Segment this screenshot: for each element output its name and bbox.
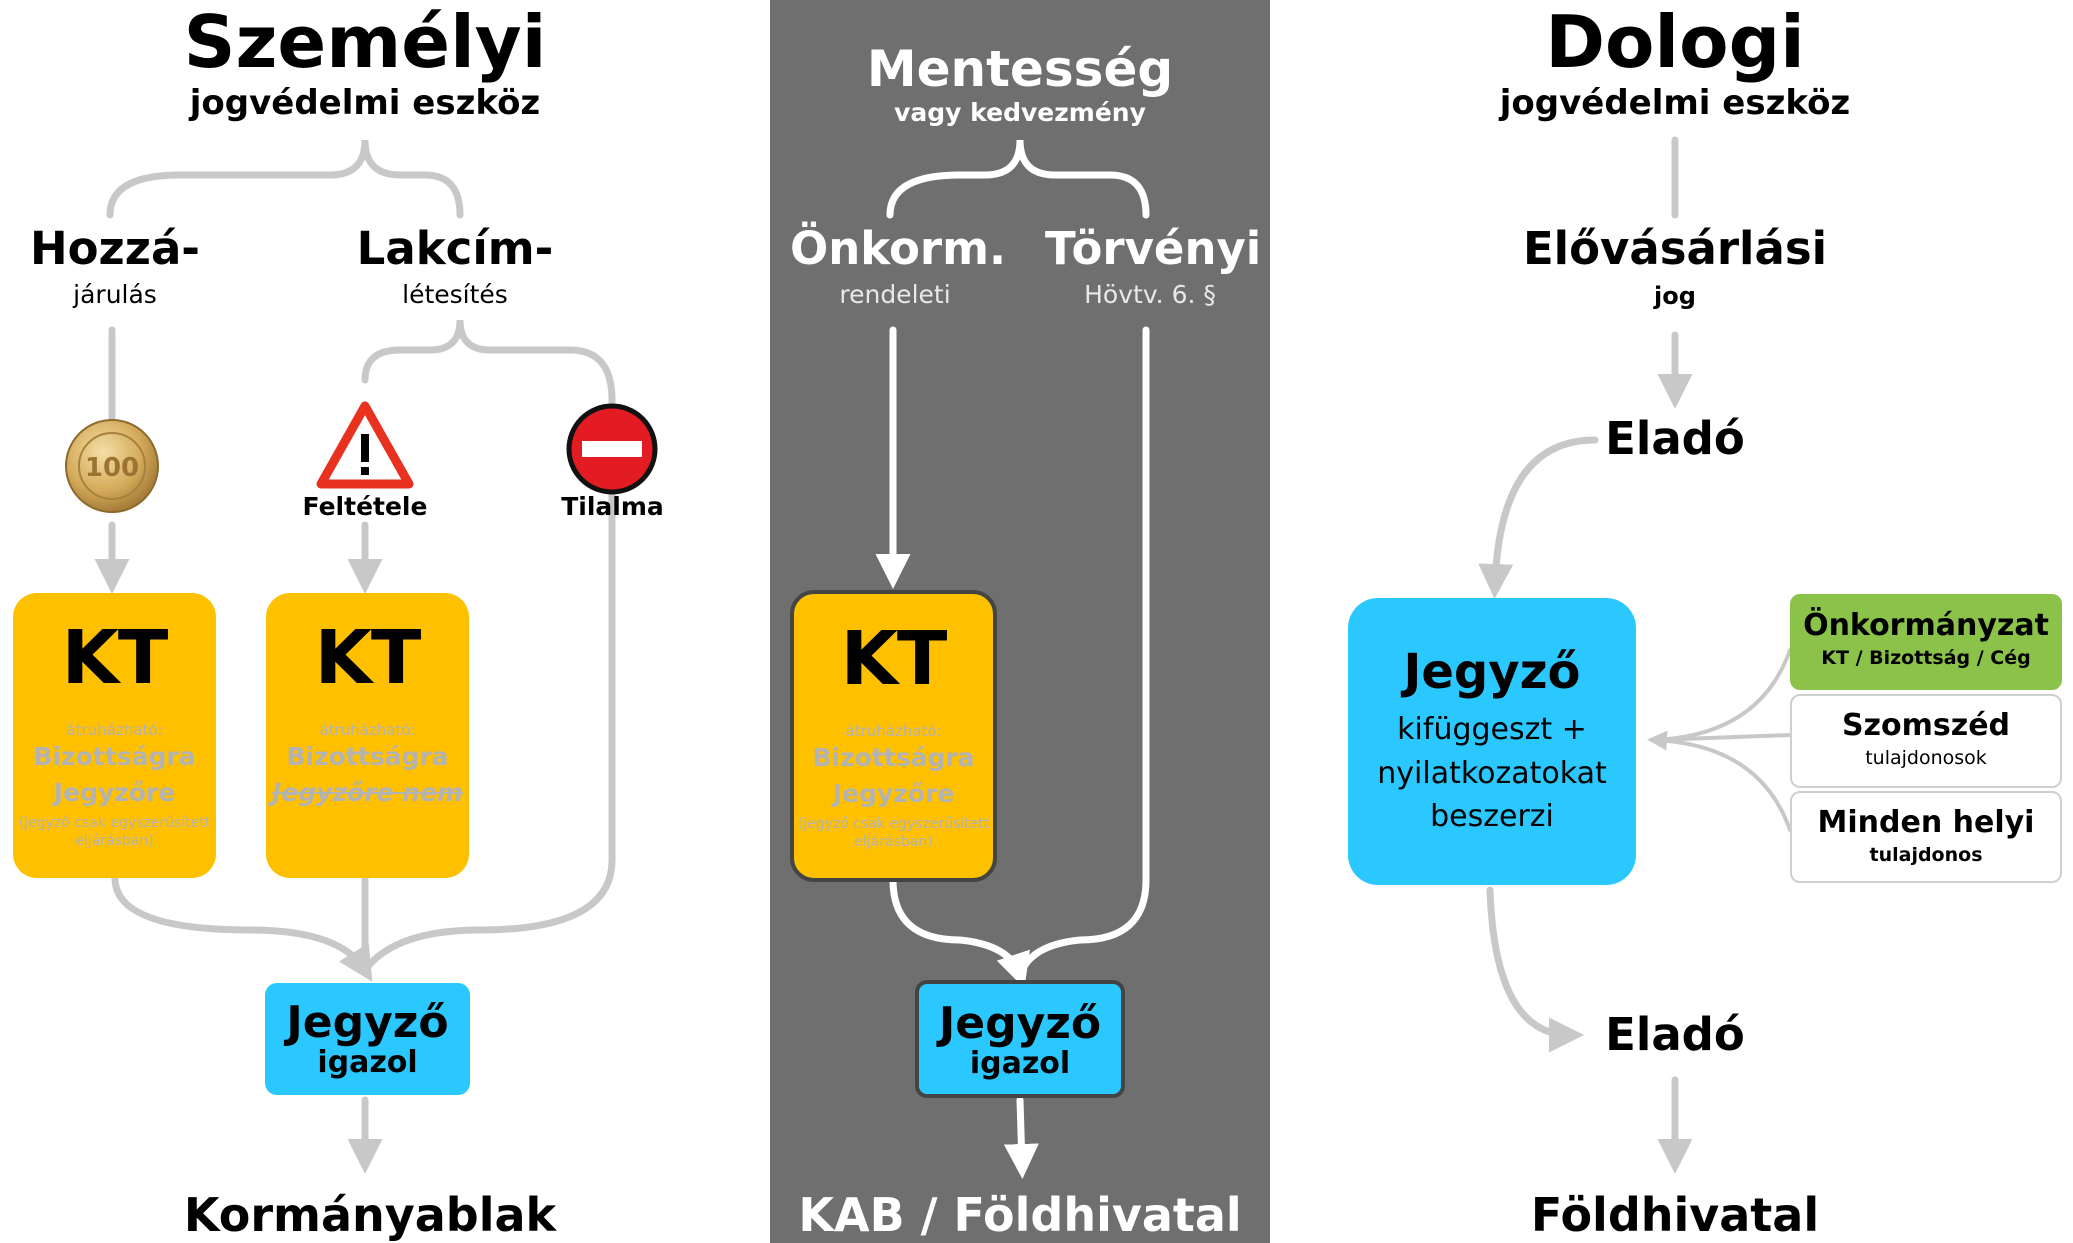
branch-torvenyi-title: Törvényi — [1045, 222, 1262, 275]
jegyzo-title: Jegyző — [938, 998, 1102, 1049]
jegyzo-sub: igazol — [969, 1046, 1071, 1081]
kt-box-lakcim: KT átruházható: Bizottságra Jegyzőre nem — [266, 593, 469, 878]
kt-title: KT — [840, 616, 948, 702]
warning-label: Feltétele — [302, 492, 428, 521]
right-bottom-label: Földhivatal — [1530, 1188, 1820, 1242]
kt-small: átruházható: — [319, 721, 416, 739]
right-subtitle: jogvédelmi eszköz — [1499, 83, 1851, 123]
kt-small: átruházható: — [845, 722, 942, 740]
right-title: Dologi — [1545, 0, 1805, 84]
jegyzo-box-right: Jegyző kifüggeszt + nyilatkozatokat besz… — [1348, 598, 1636, 885]
box-minden-helyi: Minden helyi tulajdonos — [1790, 791, 2062, 883]
noentry-label: Tilalma — [561, 492, 664, 521]
box-minden-helyi-title: Minden helyi — [1817, 805, 2035, 840]
kt-box-middle: KT átruházható: Bizottságra Jegyzőre (je… — [790, 590, 997, 882]
kt-title: KT — [314, 615, 422, 701]
branch-onkorm-title: Önkorm. — [790, 222, 1007, 275]
jegyzo-title: Jegyző — [286, 997, 449, 1048]
box-onkormanyzat-title: Önkormányzat — [1803, 608, 2049, 643]
left-subtitle: jogvédelmi eszköz — [189, 83, 541, 123]
branch-lakcim-sub: létesítés — [402, 280, 508, 309]
jegyzo-line1: kifüggeszt + — [1397, 712, 1587, 747]
kt-line1: Bizottságra — [286, 742, 449, 771]
step-elado-1: Eladó — [1605, 412, 1745, 465]
box-onkormanyzat-sub: KT / Bizottság / Cég — [1821, 647, 2031, 669]
jegyzo-line3: beszerzi — [1430, 799, 1554, 834]
jegyzo-sub: igazol — [317, 1045, 418, 1080]
kt-line1: Bizottságra — [812, 743, 975, 772]
jegyzo-box-left: Jegyző igazol — [265, 983, 470, 1095]
step-elovasarlasi-title: Elővásárlási — [1522, 222, 1828, 275]
svg-text:100: 100 — [85, 453, 139, 483]
kt-line2: Jegyzőre — [832, 779, 955, 809]
box-minden-helyi-sub: tulajdonos — [1869, 844, 1983, 866]
jegyzo-title: Jegyző — [1403, 644, 1581, 700]
kt-line2-struck: Jegyzőre nem — [272, 778, 463, 808]
kt-line2: Jegyzőre — [53, 778, 176, 808]
jegyzo-box-middle: Jegyző igazol — [915, 980, 1125, 1098]
coin-icon: 100 — [65, 419, 159, 513]
warning-triangle-icon — [316, 401, 414, 489]
kt-title: KT — [61, 615, 169, 701]
kt-note: (jegyző csak egyszerűsített eljárásban) — [797, 815, 990, 851]
left-bottom-label: Kormányablak — [183, 1188, 557, 1242]
left-title: Személyi — [183, 0, 547, 84]
step-elado-2: Eladó — [1605, 1008, 1745, 1061]
box-onkormanyzat: Önkormányzat KT / Bizottság / Cég — [1790, 594, 2062, 690]
kt-small: átruházható: — [66, 721, 163, 739]
box-szomszed-sub: tulajdonosok — [1865, 747, 1987, 769]
middle-title: Mentesség — [866, 40, 1174, 98]
middle-bottom-label: KAB / Földhivatal — [798, 1188, 1242, 1242]
box-szomszed-title: Szomszéd — [1841, 708, 2011, 743]
branch-lakcim-title: Lakcím- — [356, 222, 554, 275]
branch-onkorm-sub: rendeleti — [839, 280, 951, 309]
step-elovasarlasi-sub: jog — [1654, 282, 1696, 310]
kt-box-hozzajarulas: KT átruházható: Bizottságra Jegyzőre (je… — [13, 593, 216, 878]
kt-line1: Bizottságra — [33, 742, 196, 771]
no-entry-icon — [566, 403, 658, 495]
branch-hozzajarulas-title: Hozzá- — [29, 222, 200, 275]
kt-note: (jegyző csak egyszerűsített eljárásban) — [18, 814, 211, 850]
branch-torvenyi-sub: Hövtv. 6. § — [1084, 280, 1216, 309]
branch-hozzajarulas-sub: járulás — [73, 280, 157, 309]
box-szomszed: Szomszéd tulajdonosok — [1790, 694, 2062, 788]
jegyzo-line2: nyilatkozatokat — [1377, 755, 1607, 791]
middle-subtitle: vagy kedvezmény — [894, 98, 1146, 127]
